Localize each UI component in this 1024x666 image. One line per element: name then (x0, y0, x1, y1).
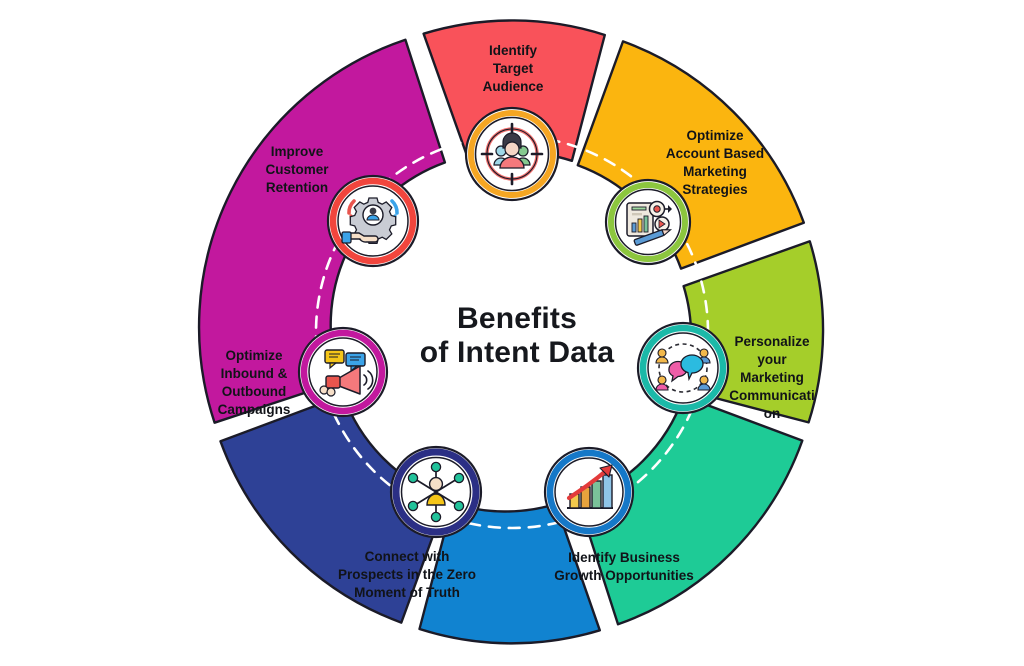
report-document-icon (626, 200, 673, 246)
label-campaigns-line4: Campaigns (218, 402, 291, 417)
label-retention-line2: Customer (265, 162, 329, 177)
icon-badge-network-person[interactable] (389, 445, 483, 539)
label-personalize-line3: Marketing (740, 370, 804, 385)
icon-badge-growth-chart[interactable] (543, 446, 635, 538)
segment-optimize-account-based-marketing-strategies[interactable] (576, 40, 805, 270)
segment-improve-customer-retention[interactable] (197, 38, 447, 424)
donut-segments (197, 19, 825, 645)
label-abm-line3: Marketing (683, 164, 747, 179)
label-retention-line3: Retention (266, 180, 328, 195)
label-connect-line2: Prospects in the Zero (338, 567, 476, 582)
label-retention-line1: Improve (271, 144, 324, 159)
icon-badge-abm-report[interactable] (604, 178, 692, 266)
icon-badge-chat-network[interactable] (636, 321, 730, 415)
center-title-line1: Benefits (457, 302, 577, 335)
megaphone-icon (319, 349, 374, 397)
center-title-line2: of Intent Data (420, 336, 615, 369)
growth-chart-icon (566, 464, 613, 509)
chat-network-icon (655, 343, 711, 393)
label-personalize-line5: on (764, 406, 781, 421)
label-campaigns-line1: Optimize (225, 348, 282, 363)
label-campaigns-line3: Outbound (222, 384, 286, 399)
segment-labels: Identify Target Audience Optimize Accoun… (218, 43, 815, 600)
label-identify-target-audience-line1: Identify (489, 43, 537, 58)
segment-connect-with-prospects-zero-moment-of-truth[interactable] (418, 502, 601, 645)
label-growth-line2: Growth Opportunities (554, 568, 694, 583)
label-abm-line1: Optimize (686, 128, 743, 143)
label-abm-line2: Account Based (666, 146, 764, 161)
label-personalize-line4: Communicati (729, 388, 815, 403)
label-abm-line4: Strategies (682, 182, 747, 197)
network-person-icon (407, 461, 465, 523)
label-campaigns-line2: Inbound & (221, 366, 288, 381)
label-connect-line1: Connect with (365, 549, 450, 564)
hand-gear-support-icon (341, 197, 399, 245)
label-connect-line3: Moment of Truth (354, 585, 460, 600)
label-identify-target-audience-line3: Audience (483, 79, 544, 94)
label-identify-target-audience-line2: Target (493, 61, 534, 76)
label-personalize-line1: Personalize (734, 334, 810, 349)
icon-badge-target-audience[interactable] (464, 106, 560, 202)
segment-identify-business-growth-opportunities[interactable] (577, 395, 804, 626)
label-growth-line1: Identify Business (568, 550, 680, 565)
center-title-group: Benefits of Intent Data (420, 302, 615, 369)
icon-badge-hand-gear-support[interactable] (326, 174, 420, 268)
label-personalize-line2: your (757, 352, 787, 367)
icon-badge-megaphone[interactable] (297, 326, 389, 418)
target-audience-icon (480, 122, 544, 186)
